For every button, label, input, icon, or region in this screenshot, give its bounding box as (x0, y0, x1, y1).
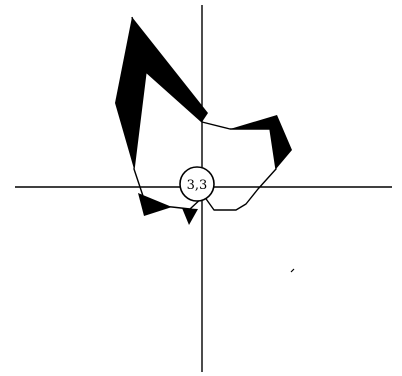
shadow-right-shoulder (230, 115, 292, 169)
ink-speck (291, 269, 294, 272)
shadow-bottom-notch (182, 208, 198, 225)
origin-label: 3,3 (187, 178, 208, 193)
